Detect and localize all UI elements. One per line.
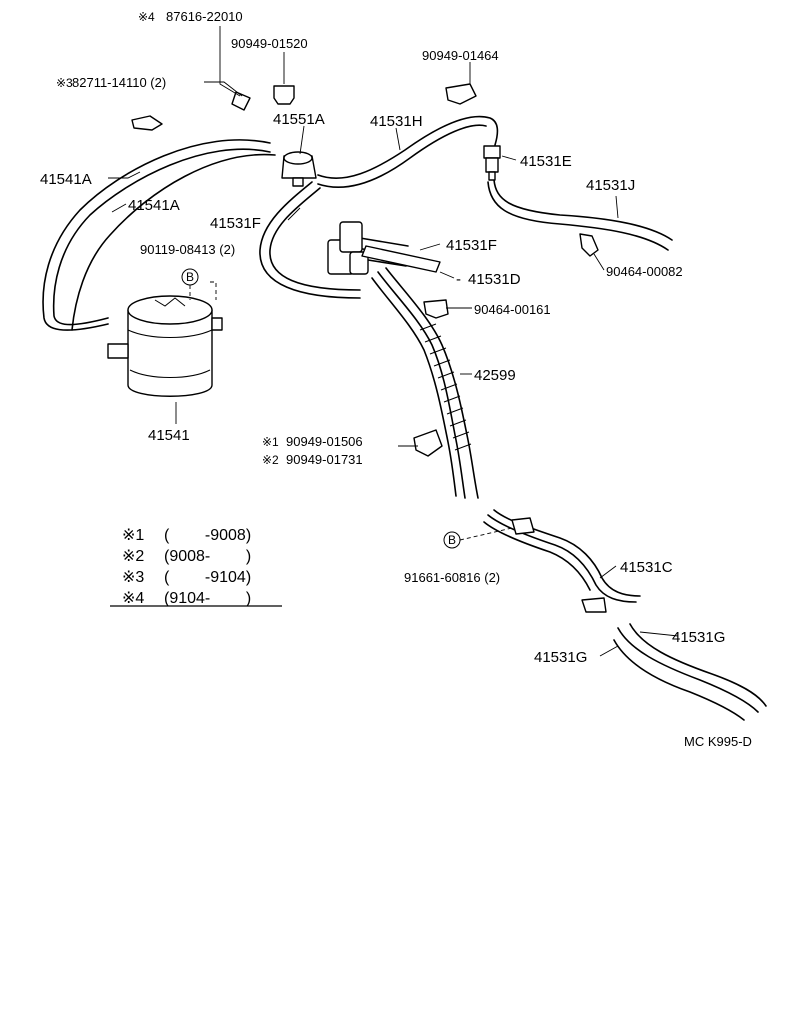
mark-87616: ※4 — [138, 10, 155, 24]
legend-row-3-mark: ※3 — [122, 569, 144, 586]
diagram-code: MC K995-D — [684, 734, 752, 749]
label-41531f-right: 41531F — [446, 237, 497, 254]
label-41541a-outer: 41541A — [40, 171, 92, 188]
mark-90949-01506: ※1 — [262, 435, 279, 449]
hose-41531g-2 — [629, 623, 767, 707]
hose-41531f-left-2 — [259, 181, 361, 299]
hose-42599-2 — [385, 267, 479, 499]
label-41551a: 41551A — [273, 111, 325, 128]
label-90464-00082: 90464-00082 — [606, 264, 683, 279]
label-41531c: 41531C — [620, 559, 673, 576]
labels: ※4 87616-22010 90949-01520 ※3 82711-1411… — [40, 9, 725, 666]
label-90119-08413: 90119-08413 (2) — [140, 242, 235, 257]
protector-42599 — [419, 323, 472, 451]
hose-41541a-outer — [42, 139, 271, 331]
label-41541: 41541 — [148, 427, 190, 444]
label-87616-22010: 87616-22010 — [166, 9, 243, 24]
label-42599: 42599 — [474, 367, 516, 384]
b-marker-2: B — [448, 533, 456, 547]
label-41531g-left: 41531G — [534, 649, 587, 666]
label-91661-60816: 91661-60816 (2) — [404, 570, 500, 585]
label-41531h: 41531H — [370, 113, 423, 130]
parts — [107, 83, 607, 613]
label-41531f-left: 41531F — [210, 215, 261, 232]
clip-90949-01520 — [273, 85, 295, 105]
label-41531g-right: 41531G — [672, 629, 725, 646]
hose-42599 — [377, 271, 466, 499]
hose-41531f-right-3 — [367, 259, 407, 267]
bracket-41531c — [511, 517, 607, 613]
legend-row-1-range: ( -9008) — [164, 527, 251, 544]
legend-row-2-mark: ※2 — [122, 548, 144, 565]
label-41531d-dash: - — [456, 271, 461, 288]
hose-41531f-left — [269, 187, 361, 291]
label-41531d: 41531D — [468, 271, 521, 288]
hose-41531h-2 — [317, 124, 487, 188]
reference-markers: B B — [181, 268, 513, 549]
hose-41531c-3 — [483, 521, 591, 591]
clip-82711 — [131, 115, 163, 131]
clip-90949-01506 — [413, 429, 443, 457]
hose-41531f-right — [359, 237, 409, 247]
mark-82711: ※3 — [56, 76, 73, 90]
label-90949-01464: 90949-01464 — [422, 48, 499, 63]
hoses — [42, 115, 767, 721]
label-41531j: 41531J — [586, 177, 635, 194]
label-90949-01731: 90949-01731 — [286, 452, 363, 467]
clip-87616 — [231, 91, 251, 111]
hose-41531h — [317, 115, 499, 179]
hose-41531c — [487, 514, 637, 603]
hose-41541a-inner — [71, 153, 276, 331]
b-marker-1: B — [186, 270, 194, 284]
label-90949-01520: 90949-01520 — [231, 36, 308, 51]
connector-41531e — [483, 145, 501, 181]
hose-41531g — [617, 627, 759, 713]
legend-row-1-mark: ※1 — [122, 527, 144, 544]
legend-row-4-range: (9104- ) — [164, 590, 251, 607]
label-41541a-inner: 41541A — [128, 197, 180, 214]
hose-41531g-3 — [613, 639, 745, 721]
legend-row-2-range: (9008- ) — [164, 548, 251, 565]
legend-row-3-range: ( -9104) — [164, 569, 251, 586]
label-82711-14110: 82711-14110 (2) — [72, 75, 166, 90]
clip-90464-00161 — [423, 299, 449, 319]
clip-90464-00082 — [579, 233, 599, 257]
hose-41531j — [493, 179, 673, 241]
vsv-assembly — [327, 221, 441, 275]
canister-41541 — [107, 295, 223, 397]
hose-41531j-2 — [487, 181, 669, 251]
hose-41541a-outer-2 — [52, 148, 271, 326]
label-90949-01506: 90949-01506 — [286, 434, 363, 449]
valve-41551a — [281, 151, 317, 187]
legend-row-4-mark: ※4 — [122, 590, 144, 607]
label-41531e: 41531E — [520, 153, 572, 170]
legend: ※1 ( -9008) ※2 (9008- ) ※3 ( -9104) ※4 (… — [110, 527, 282, 607]
leader-lines — [108, 26, 679, 657]
label-90464-00161: 90464-00161 — [474, 302, 551, 317]
mark-90949-01731: ※2 — [262, 453, 279, 467]
hose-42599-3 — [371, 277, 457, 497]
clip-90949-01464 — [445, 83, 477, 105]
